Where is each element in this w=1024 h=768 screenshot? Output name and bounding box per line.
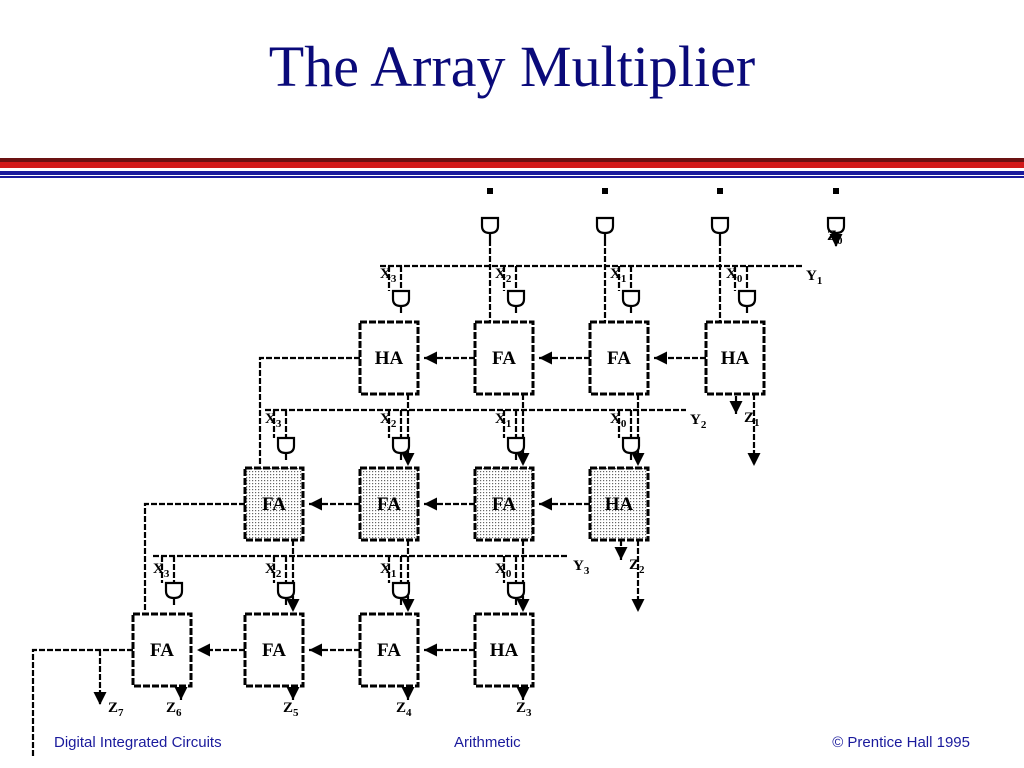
output-z-label: Z5: [283, 700, 299, 719]
and-gate-icon: [164, 581, 184, 600]
carry-out-wire: [258, 356, 360, 464]
adder-cell: [473, 466, 535, 542]
x-input-label: X3: [380, 266, 397, 285]
x-input-label: X0: [495, 561, 512, 580]
and-gate-icon: [276, 436, 296, 455]
divider-rule: [0, 158, 1024, 162]
and-gate-icon: [621, 436, 641, 455]
and-gate-icon: [276, 581, 296, 600]
adder-cell: [358, 612, 420, 688]
carry-out-wire: [143, 502, 245, 610]
output-z-label: Z2: [629, 557, 645, 576]
x-input-label: X2: [495, 266, 512, 285]
adder-cell-label: HA: [490, 640, 519, 661]
adder-cell-label: HA: [605, 494, 634, 515]
adder-cell-label: HA: [721, 348, 750, 369]
adder-cell: [358, 466, 420, 542]
adder-cell: [358, 320, 420, 396]
adder-cell: [588, 466, 650, 542]
y-input-label: Y1: [806, 268, 822, 287]
output-z-label: Z0: [827, 228, 843, 247]
adder-cell: [473, 320, 535, 396]
top-input-terminal: [833, 188, 839, 194]
x-input-label: X1: [380, 561, 396, 580]
x-input-label: X0: [610, 411, 627, 430]
adder-cell: [131, 612, 193, 688]
footer-course: Digital Integrated Circuits: [54, 734, 222, 751]
and-gate-icon: [506, 581, 526, 600]
and-gate-icon: [506, 436, 526, 455]
and-gate-icon: [506, 289, 526, 308]
adder-cell: [588, 320, 650, 396]
adder-cell-label: FA: [377, 640, 401, 661]
adder-cell-label: FA: [262, 640, 286, 661]
adder-cell-label: FA: [377, 494, 401, 515]
output-z-label: Z3: [516, 700, 532, 719]
adder-cell-label: FA: [607, 348, 631, 369]
and-gate-icon: [621, 289, 641, 308]
x-input-label: X0: [726, 266, 743, 285]
output-z-label: Z1: [744, 410, 760, 429]
top-input-terminal: [602, 188, 608, 194]
divider-rule: [0, 162, 1024, 168]
x-input-label: X3: [153, 561, 170, 580]
x-input-label: X1: [495, 411, 511, 430]
x-input-label: X3: [265, 411, 282, 430]
footer-topic: Arithmetic: [454, 734, 521, 751]
and-gate-icon: [391, 289, 411, 308]
and-gate-icon: [391, 581, 411, 600]
divider-rule: [0, 171, 1024, 175]
divider-rule: [0, 176, 1024, 178]
x-input-label: X2: [380, 411, 397, 430]
output-z-label: Z6: [166, 700, 182, 719]
y-input-label: Y3: [573, 558, 590, 577]
y-input-label: Y2: [690, 412, 707, 431]
adder-cell: [243, 612, 305, 688]
and-gate-icon: [737, 289, 757, 308]
adder-cell-label: HA: [375, 348, 404, 369]
x-input-label: X1: [610, 266, 626, 285]
output-z-label: Z7: [108, 700, 124, 719]
adder-cell-label: FA: [150, 640, 174, 661]
footer-copyright: © Prentice Hall 1995: [832, 734, 970, 751]
top-input-terminal: [717, 188, 723, 194]
adder-cell: [473, 612, 535, 688]
output-z-label: Z4: [396, 700, 412, 719]
and-gate-icon: [391, 436, 411, 455]
slide-title: The Array Multiplier: [268, 34, 756, 99]
and-gate-icon: [480, 216, 500, 235]
adder-cell-label: FA: [492, 494, 516, 515]
adder-cell: [704, 320, 766, 396]
adder-cell-label: FA: [262, 494, 286, 515]
and-gate-icon: [595, 216, 615, 235]
adder-cell: [243, 466, 305, 542]
top-input-terminal: [487, 188, 493, 194]
adder-cell-label: FA: [492, 348, 516, 369]
x-input-label: X2: [265, 561, 282, 580]
and-gate-icon: [710, 216, 730, 235]
